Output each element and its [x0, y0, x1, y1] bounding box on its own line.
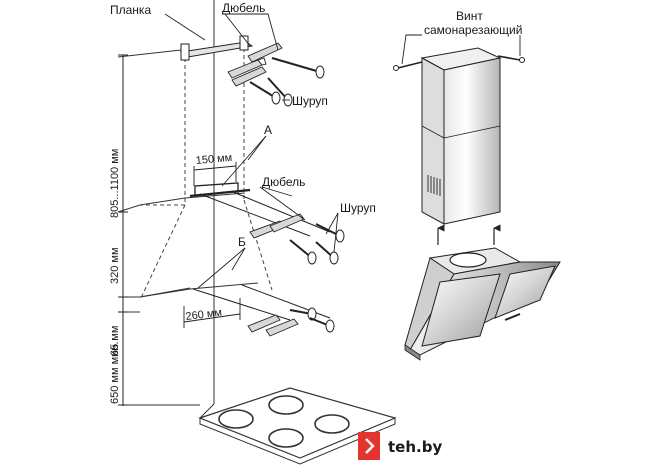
dowel-low-1	[247, 314, 281, 333]
vertical-dimensions	[118, 54, 128, 406]
screw-top-1	[271, 57, 325, 79]
dowel-top-1	[227, 57, 267, 79]
chevron-right-icon	[365, 438, 375, 454]
label-point-b: Б	[238, 235, 246, 249]
cooktop	[198, 387, 397, 465]
vent-slots	[427, 175, 441, 196]
dowel-top-3	[247, 42, 283, 63]
screw-top-3	[249, 81, 281, 105]
dim-260	[183, 298, 241, 328]
chimney-cover	[420, 47, 502, 225]
label-dyubel-top: Дюбель	[222, 1, 265, 15]
mounting-plate	[179, 35, 254, 61]
wall-outline	[199, 0, 215, 419]
tapping-screw-right	[497, 55, 525, 63]
label-dyubel-mid: Дюбель	[262, 175, 305, 189]
watermark-bg	[380, 432, 492, 460]
leader-vint	[401, 34, 521, 65]
label-vint-sub: самонарезающий	[424, 23, 522, 37]
watermark-accent	[358, 432, 380, 460]
label-planka: Планка	[110, 3, 151, 17]
label-point-a: А	[264, 123, 272, 137]
dim-150	[193, 162, 237, 186]
hood-body	[404, 247, 561, 361]
label-shurup-mid: Шуруп	[340, 201, 376, 215]
guide-lines	[117, 49, 200, 406]
leader-lines	[164, 13, 339, 289]
screw-top-2	[267, 77, 293, 107]
dowel-top-2	[231, 66, 267, 87]
burner	[314, 414, 350, 434]
label-vint: Винт	[456, 9, 483, 23]
assembly-arrows	[437, 224, 501, 245]
screw-low-2	[309, 317, 335, 333]
label-shurup-top: Шуруп	[292, 94, 328, 108]
watermark-text: teh.by	[388, 438, 442, 456]
dim-label-650: 650 мм мин.	[109, 342, 121, 404]
dowel-low-2	[265, 318, 299, 337]
bracket-a	[139, 182, 331, 237]
dim-label-260: 260 мм	[185, 307, 223, 323]
dim-label-320: 320 мм	[109, 247, 121, 284]
dim-label-height-range: 805...1100 мм	[109, 149, 121, 218]
screw-low-1	[289, 307, 317, 321]
burner	[268, 395, 304, 415]
watermark-badge: teh.by	[358, 432, 492, 460]
hood-outline-dashed	[139, 48, 273, 301]
tapping-screw-left	[393, 61, 423, 71]
screw-mid-1	[289, 239, 317, 265]
exhaust-outlet	[449, 252, 487, 268]
screw-mid-3	[315, 241, 339, 265]
burner	[268, 428, 304, 448]
burner	[218, 409, 254, 429]
dim-label-65: 65 мм	[109, 326, 121, 356]
dim-label-150: 150 мм	[195, 152, 232, 167]
